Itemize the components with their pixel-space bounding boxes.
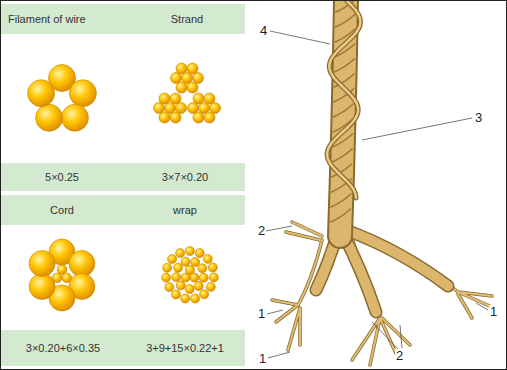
callout-number: 2 <box>257 224 266 238</box>
callout-number: 1 <box>258 352 267 366</box>
callout-number: 2 <box>395 349 404 363</box>
callout-number: 3 <box>474 111 483 125</box>
leader-lines <box>266 31 488 358</box>
header-band <box>1 195 245 225</box>
caption-band <box>1 163 245 191</box>
table-cell: Strand <box>152 12 222 26</box>
wire-sections <box>28 63 221 311</box>
table-cell: 5×0.25 <box>22 170 102 184</box>
table-cell: Filament of wire <box>8 12 138 26</box>
table-cell: 3×7×0.20 <box>145 170 225 184</box>
callout-number: 1 <box>257 307 266 321</box>
table-cell: wrap <box>150 203 220 217</box>
callout-number: 4 <box>259 24 268 38</box>
table-cell: 3+9+15×0.22+1 <box>126 341 244 355</box>
table-cell: Cord <box>27 203 97 217</box>
table-cell: 3×0.20+6×0.35 <box>2 341 124 355</box>
rope <box>272 0 494 365</box>
callout-number: 1 <box>489 305 498 319</box>
